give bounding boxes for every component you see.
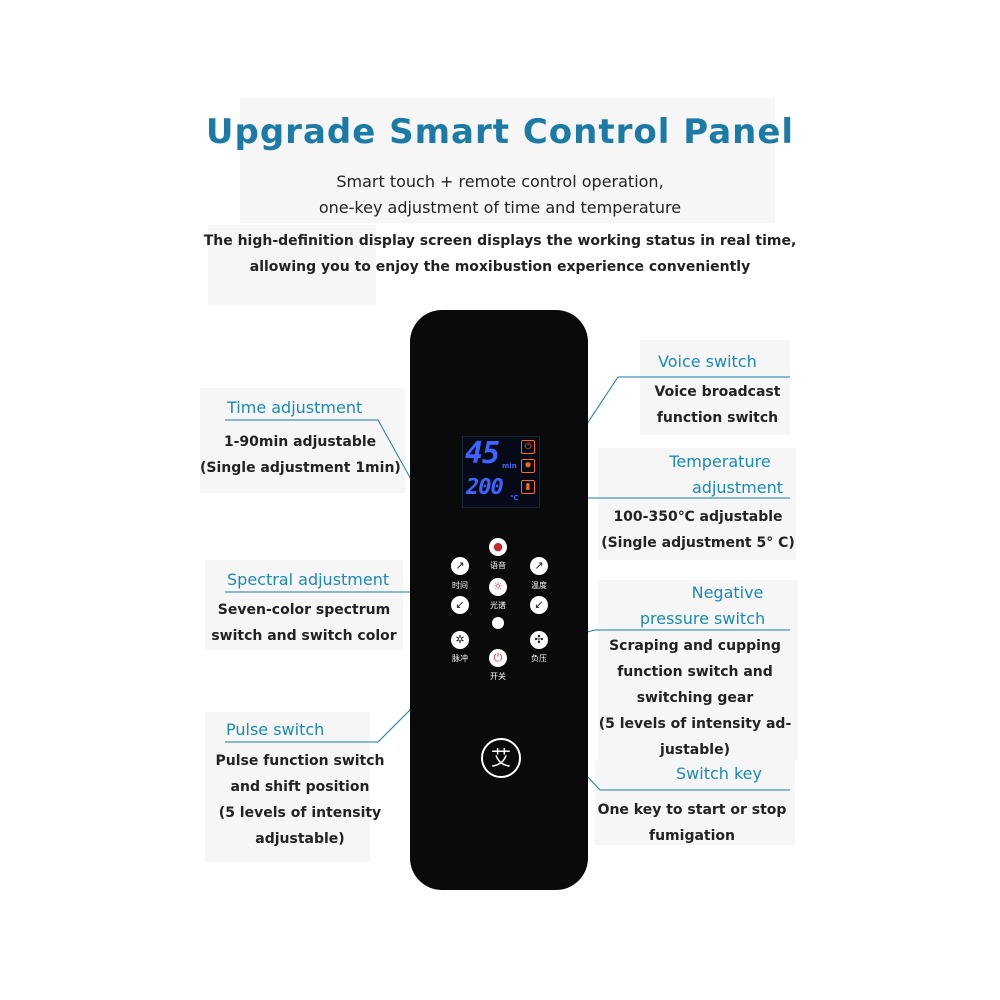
temperature-readout: 200 [466,475,504,500]
needle-icon: ↙ [534,598,544,611]
pulse-button[interactable]: ✲ [451,631,469,649]
brand-logo: 艾 [481,738,521,778]
pulse-switch-label: Pulse switch [226,720,325,739]
negative-pressure-label-1: Negative [691,583,764,602]
time-adjustment-note: 1-90min adjustable (Single adjustment 1m… [200,434,401,476]
subtitle-line-2: one-key adjustment of time and temperatu… [318,198,682,217]
temperature-button-label: 温度 [531,581,547,590]
time-up-button[interactable]: ↗ [451,557,469,575]
needle-icon: ↗ [455,559,465,572]
microphone-icon: ● [493,540,503,553]
spectrum-indicator [492,617,504,629]
voice-switch-note: Voice broadcast function switch [654,384,781,426]
thermometer-icon: ▮ [521,480,535,494]
needle-icon: ↙ [455,598,465,611]
time-button-label: 时间 [452,581,468,590]
needle-icon: ↗ [534,559,544,572]
sun-icon: ✹ [521,459,535,473]
temperature-down-button[interactable]: ↙ [530,596,548,614]
fan-icon: ✣ [534,633,544,646]
pulse-icon: ✲ [455,633,465,646]
voice-switch-label: Voice switch [658,352,757,371]
voice-button-label: 语音 [490,561,506,570]
pressure-button-label: 负压 [531,654,547,663]
subtitle-line-1: Smart touch + remote control operation, [336,172,664,191]
pressure-button[interactable]: ✣ [530,631,548,649]
power-icon: ⏻ [493,651,503,664]
negative-pressure-label-2: pressure switch [639,609,766,628]
switch-key-label: Switch key [676,764,762,783]
negative-pressure-note: Scraping and cupping function switch and… [598,638,792,758]
temperature-up-button[interactable]: ↗ [530,557,548,575]
temperature-adjustment-note: 100-350℃ adjustable (Single adjustment 5… [601,509,795,551]
description-line-2: allowing you to enjoy the moxibustion ex… [249,259,751,275]
temperature-adjustment-label-2: adjustment [692,478,783,497]
control-panel [410,310,588,890]
power-button-label: 开关 [490,672,506,681]
spectrum-button-label: 光谱 [490,601,506,610]
spectral-adjustment-label: Spectral adjustment [227,570,390,589]
pulse-button-label: 脉冲 [452,654,468,663]
temperature-adjustment-label-1: Temperature [669,452,771,471]
switch-key-note: One key to start or stop fumigation [597,802,787,844]
temperature-unit: ℃ [510,494,519,502]
time-adjustment-label: Time adjustment [227,398,363,417]
time-unit: min [502,462,517,470]
time-down-button[interactable]: ↙ [451,596,469,614]
spectral-adjustment-note: Seven-color spectrum switch and switch c… [211,602,397,644]
power-icon: ⏻ [521,440,535,454]
pulse-switch-note: Pulse function switch and shift position… [215,753,385,847]
time-readout: 45 [465,436,500,471]
power-button[interactable]: ⏻ [489,649,507,667]
sun-icon: ☼ [493,580,503,593]
voice-button[interactable]: ● [489,538,507,556]
description-line-1: The high-definition display screen displ… [203,233,797,249]
page-title: Upgrade Smart Control Panel [205,112,795,152]
spectrum-button[interactable]: ☼ [489,578,507,596]
